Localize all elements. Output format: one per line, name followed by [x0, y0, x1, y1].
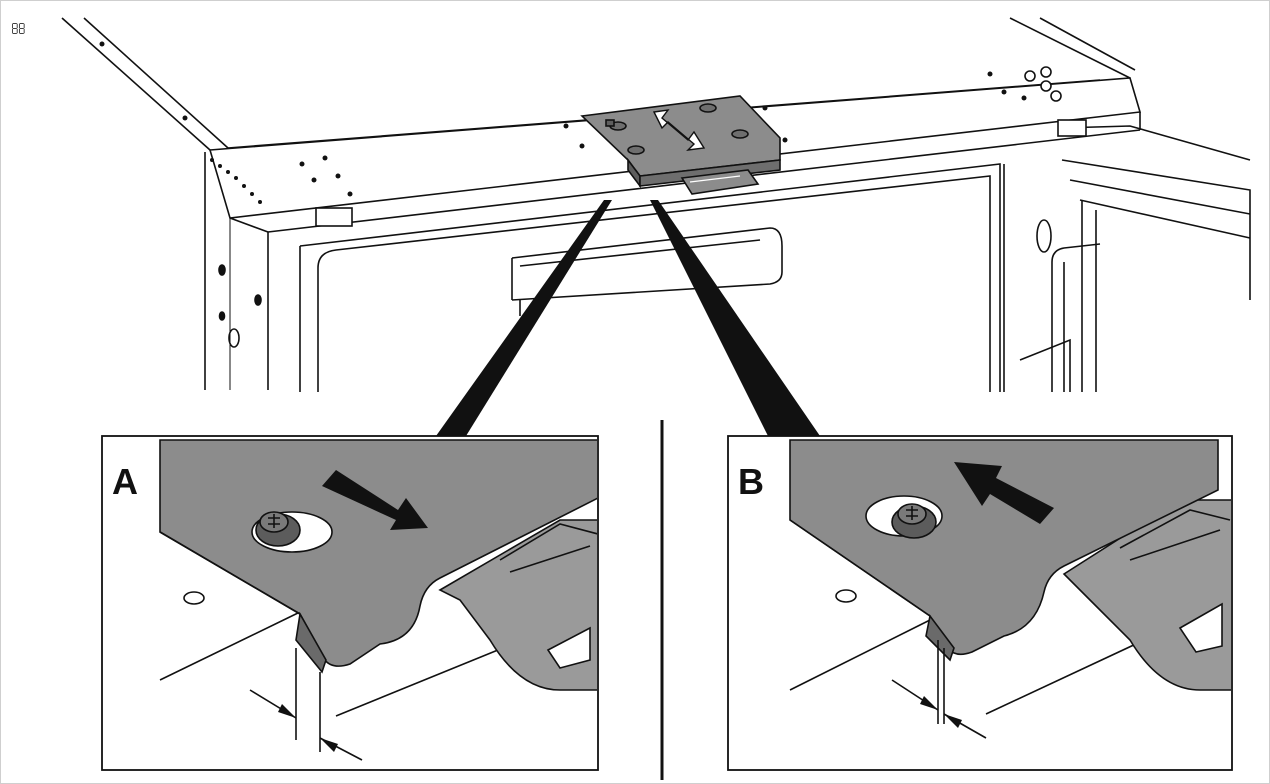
callout-wedges	[436, 200, 820, 436]
hinge-bracket-plate	[580, 95, 781, 195]
direction-arrow-a-icon	[322, 470, 428, 530]
adjust-double-arrow-icon	[652, 109, 706, 151]
broken-glyph-icon: 	[11, 22, 26, 37]
panel-b-label: B	[738, 461, 764, 502]
detail-panel-a: A	[101, 435, 599, 771]
detail-panel-b: B	[727, 435, 1233, 771]
panel-a-label: A	[112, 461, 138, 502]
direction-arrow-b-icon	[954, 462, 1054, 524]
